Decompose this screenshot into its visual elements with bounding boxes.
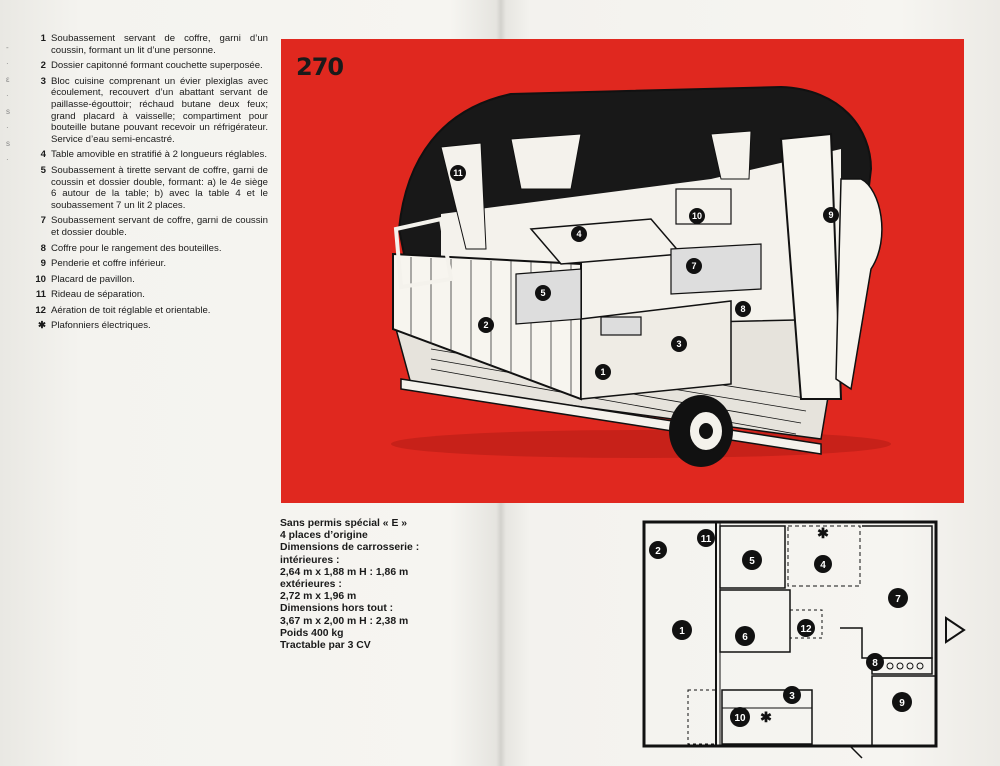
illus-label-2: 2 (483, 320, 488, 330)
spec-line: extérieures : (280, 579, 342, 591)
illus-label-9: 9 (828, 210, 833, 220)
spec-line: 2,64 m x 1,88 m H : 1,86 m (280, 566, 409, 578)
illus-label-3: 3 (676, 339, 681, 349)
spec-line: 3,67 m x 2,00 m H : 2,38 m (280, 615, 409, 627)
model-number: 270 (296, 53, 344, 81)
illus-label-11: 11 (453, 168, 463, 178)
illustration-panel: 270 (281, 39, 964, 503)
plan-label-5: 5 (749, 556, 755, 567)
caravan-cutaway-illustration: 1 2 3 4 5 7 8 9 10 11 (391, 85, 891, 467)
spec-line: Tractable par 3 CV (280, 640, 371, 652)
plan-label-3: 3 (789, 691, 795, 702)
spec-line: Dimensions de carrosserie : (280, 542, 420, 554)
illus-label-7: 7 (691, 261, 696, 271)
illus-label-1: 1 (600, 367, 605, 377)
plan-label-4: 4 (820, 560, 826, 571)
specifications: Sans permis spécial « E » 4 places d’ori… (280, 518, 490, 652)
plan-label-8: 8 (872, 658, 878, 669)
spec-line: Dimensions hors tout : (280, 603, 394, 615)
spec-line: intérieures : (280, 554, 340, 566)
plan-label-12: 12 (800, 624, 812, 635)
plan-label-10: 10 (734, 713, 746, 724)
plan-label-6: 6 (742, 632, 748, 643)
illus-label-5: 5 (540, 288, 545, 298)
ceiling-light-icon: ✱ (760, 709, 772, 725)
floor-plan: 1 2 3 4 5 6 7 8 9 10 11 12 ✱ ✱ (642, 520, 966, 759)
spec-line: Poids 400 kg (280, 627, 344, 639)
plan-label-1: 1 (679, 626, 685, 637)
legend-item: ✱Plafonniers électriques. (37, 320, 151, 332)
spec-line: Sans permis spécial « E » (280, 518, 408, 529)
spec-line: 4 places d’origine (280, 530, 368, 542)
plan-label-2: 2 (655, 546, 661, 557)
spec-line: 2,72 m x 1,96 m (280, 591, 357, 603)
plan-label-9: 9 (899, 698, 905, 709)
plan-label-7: 7 (895, 594, 901, 605)
ceiling-light-icon: ✱ (817, 525, 829, 541)
illus-label-8: 8 (740, 304, 745, 314)
illus-label-10: 10 (692, 211, 702, 221)
margin-marks: - · ε · s · s · (6, 43, 10, 164)
plan-label-11: 11 (701, 534, 712, 545)
illus-label-4: 4 (576, 229, 581, 239)
